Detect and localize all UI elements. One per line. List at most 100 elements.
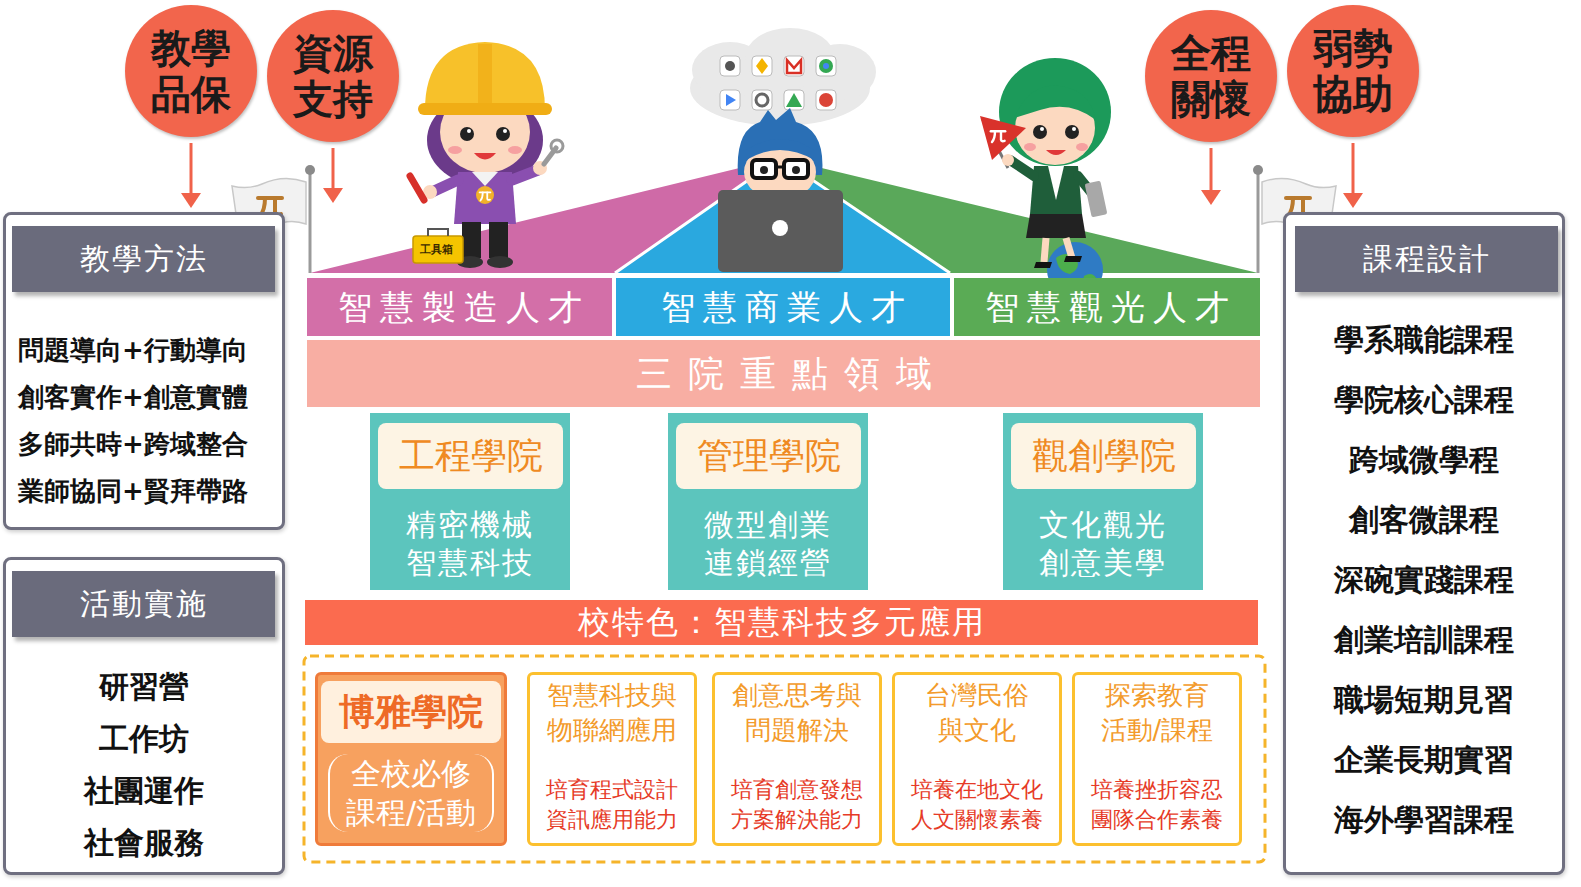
node-text: 觀創學院 [1011,434,1196,477]
node-text: 活動實施 [12,586,275,622]
app-cloud-part [787,60,801,73]
engineer-figure-part [428,229,448,236]
tourism-figure-part [1034,262,1052,268]
node-text: 博雅學院 [321,690,501,733]
liberal-arts-box: 全校必修 課程/活動博雅學院 [315,672,507,846]
business-figure-part [746,139,814,160]
engineer-figure-part [487,256,513,268]
engineer-figure-part [474,153,496,160]
arrow-line [1352,143,1355,195]
node-text: 學院核心課程 [1286,381,1562,419]
app-cloud-part [819,59,833,73]
node-text: 培養挫折容忍 團隊合作素養 [1081,775,1233,835]
app-cloud-part [784,90,804,110]
node-text: 社團運作 [6,772,282,810]
engineer-figure-part [503,129,507,133]
tourism-figure-part [1066,238,1072,258]
right-flag-part [1257,172,1260,273]
node-text: 問題導向+行動導向 [6,333,282,367]
toolbox-label: 工具箱 [420,244,453,255]
business-figure-part [752,160,776,178]
panel-header: 教學方法 [12,226,275,292]
node-text: 學系職能課程 [1286,321,1562,359]
app-cloud-part [725,61,735,71]
engineer-figure-part [418,103,552,115]
node-text: 職場短期見習 [1286,681,1562,719]
engineer-figure-part [472,172,498,186]
node-text: 深碗實踐課程 [1286,561,1562,599]
app-cloud-part [819,93,833,107]
node-text: 工程學院 [378,434,563,477]
right-flag-part [1253,165,1263,175]
tourism-figure-part [1033,125,1047,139]
app-cloud-part [720,90,740,110]
dashed-frame-part [304,656,1265,862]
app-cloud-part [720,56,740,76]
engineer-figure-part [508,146,522,154]
tourism-figure-part [1014,86,1096,120]
care-arrow-part [1210,148,1213,192]
business-figure-part [772,220,788,236]
node-text: 探索教育 活動/課程 [1081,678,1233,748]
app-cloud-part [784,56,804,76]
node-text: 創業培訓課程 [1286,621,1562,659]
tourism-figure-part [1044,238,1046,262]
engineer-figure-part [425,42,545,110]
business-figure-part [760,166,768,174]
node-text: 智慧商業人才 [616,287,950,328]
app-cloud-part [804,44,876,100]
tourism-figure-part [1076,143,1088,151]
tourism-figure-part [980,116,1026,160]
node-text: 創意美學 [1003,544,1203,582]
node-text: 智慧科技 [370,544,570,582]
node-text: 校特色：智慧科技多元應用 [305,603,1258,641]
engineer-figure-part [462,222,481,258]
curriculum-panel: 學系職能課程學院核心課程跨域微學程創客微課程深碗實踐課程創業培訓課程職場短期見習… [1283,212,1565,875]
app-cloud-part [756,58,768,74]
roof-part [615,158,950,273]
node-text: 教學方法 [12,241,275,277]
node-text: 智慧科技與 物聯網應用 [536,678,688,748]
tourism-figure-part [1064,256,1082,262]
tourism-figure [980,58,1111,298]
engineer-figure-part [448,146,462,154]
course-box: 智慧科技與 物聯網應用培育程式設計 資訊應用能力 [527,672,697,846]
node-text: 精密機械 [370,506,570,544]
tourism-figure-part [1065,125,1079,139]
college-header: 觀創學院 [1011,423,1196,489]
engineer-figure-part [478,44,492,108]
engineer-figure-part [413,236,463,263]
support-arrow [1343,143,1363,208]
engineer-figure-part [467,129,471,133]
care-arrow-part [1201,190,1221,205]
node-text: 海外學習課程 [1286,801,1562,839]
app-cloud-part [726,94,736,106]
college-header: 工程學院 [378,423,563,489]
engineer-figure-part [480,192,491,200]
support-arrow [181,143,201,208]
app-cloud-part [816,90,836,110]
node-text: 企業長期實習 [1286,741,1562,779]
engineer-figure-part [410,176,424,200]
tourism-figure-part [1085,181,1108,218]
arrow-head [1343,193,1363,208]
college-header: 管理學院 [676,423,861,489]
node-text: 多師共時+跨域整合 [6,427,282,461]
course-box: 探索教育 活動/課程培養挫折容忍 團隊合作素養 [1072,672,1242,846]
node-text: 三院重點領域 [307,352,1260,395]
node-text: 課程設計 [1295,241,1558,277]
node-text: 創意思考與 問題解決 [721,678,873,748]
business-figure-part [792,166,800,174]
feature-band: 校特色：智慧科技多元應用 [305,600,1258,645]
node-text: 資源 支持 [283,30,383,122]
node-text: 台灣民俗 與文化 [901,678,1053,748]
support-arrow-part [323,188,343,203]
support-circle: 資源 支持 [267,10,399,142]
support-circle: 全程 關懷 [1145,10,1277,142]
node-text: 智慧製造人才 [307,287,612,328]
business-figure-part [776,166,784,169]
node-text: 連鎖經營 [668,544,868,582]
node-text: 培育創意發想 方案解決能力 [721,775,873,835]
arrow-head [181,193,201,208]
